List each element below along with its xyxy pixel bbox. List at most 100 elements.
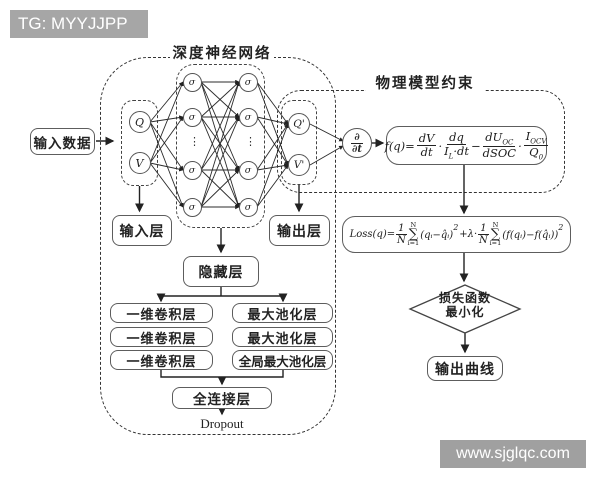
global-maxpool-layer-box: 全局最大池化层 — [232, 350, 333, 370]
nn-edge — [149, 81, 184, 123]
diamond-line2: 最小化 — [445, 304, 485, 319]
nn-edge — [200, 81, 241, 208]
nn-edge — [256, 116, 289, 166]
flow-arrows — [96, 136, 470, 416]
nn-edge — [149, 116, 184, 164]
input-node-v: V — [128, 152, 151, 174]
loss-minimization-label: 损失函数 最小化 — [410, 291, 520, 319]
output-curve-label: 输出曲线 — [435, 362, 495, 378]
input-node-q: Q — [128, 111, 151, 133]
loss-minimization-diamond — [408, 284, 522, 334]
hidden2-node-3: σ — [238, 160, 258, 180]
hidden1-node-3: σ — [182, 160, 202, 180]
node-label: Q — [134, 115, 145, 129]
sigma-label: σ — [188, 76, 196, 88]
output-curve-box: 输出曲线 — [427, 356, 503, 381]
fq-dot2: · — [518, 138, 522, 153]
nn-edge — [149, 121, 184, 171]
dropout-label: Dropout — [200, 416, 244, 431]
hidden-layer-box: 隐藏层 — [183, 256, 259, 287]
output-layer-label: 输出层 — [277, 224, 322, 240]
loss-term1: (qᵢ−q̂ᵢ)2 — [420, 223, 459, 242]
fq-lhs: f(q)= — [384, 138, 415, 153]
physics-title: 物理模型约束 — [366, 72, 484, 93]
fc-layer-label: 全连接层 — [193, 392, 251, 407]
nn-edge — [309, 123, 344, 142]
node-label: V — [135, 156, 144, 170]
fq-dot1: · — [438, 138, 443, 153]
nn-edge — [256, 123, 289, 171]
input-layer-box: 输入层 — [112, 215, 172, 246]
input-data-label: 输入数据 — [33, 135, 92, 151]
input-data-box: 输入数据 — [30, 128, 95, 155]
nn-edge — [149, 162, 184, 172]
input-nodes-group — [121, 100, 158, 186]
nn-edge — [200, 81, 240, 171]
nn-edge — [149, 121, 184, 208]
hidden2-ellipsis: ⋮ — [245, 136, 256, 148]
nn-edge — [149, 162, 184, 208]
node-label: Q' — [293, 118, 305, 130]
nn-edge — [256, 81, 289, 125]
conv1d-label: 一维卷积层 — [126, 330, 197, 346]
loss-sum1: N∑i=1 — [407, 221, 420, 248]
nn-edge — [309, 145, 344, 166]
input-layer-label: 输入层 — [119, 224, 165, 240]
sigma-label: σ — [188, 164, 196, 176]
loss-middle: +λ· — [459, 229, 478, 240]
nn-edge — [256, 164, 289, 208]
nn-edge — [200, 116, 240, 208]
partial-derivative-circle: ∂ ∂t — [342, 128, 372, 158]
nn-edge — [256, 81, 289, 166]
output-node-v: V' — [288, 154, 310, 176]
sigma-label: σ — [188, 111, 196, 123]
nn-edge — [200, 81, 240, 118]
nn-edge — [149, 81, 184, 164]
conv1d-layer-box-3: 一维卷积层 — [110, 350, 213, 370]
output-layer-box: 输出层 — [269, 215, 330, 246]
hidden-nodes-group — [176, 64, 265, 228]
network-edges — [149, 79, 344, 210]
sigma-label: σ — [188, 201, 196, 213]
conv1d-label: 一维卷积层 — [126, 353, 197, 369]
maxpool-layer-box-2: 最大池化层 — [232, 327, 333, 347]
telegram-tag-banner: TG: MYYJJPP — [10, 10, 148, 38]
nn-edge — [149, 115, 184, 123]
hiddenlayer-branch — [161, 287, 283, 297]
hidden1-node-1: σ — [182, 72, 202, 92]
hidden2-node-1: σ — [238, 72, 258, 92]
telegram-tag-text: TG: MYYJJPP — [18, 14, 128, 33]
dnn-title: 深度神经网络 — [170, 42, 274, 63]
sigma-label: σ — [244, 201, 252, 213]
hidden-layer-label: 隐藏层 — [198, 265, 244, 281]
maxpool-label: 最大池化层 — [247, 330, 318, 346]
nn-edge — [256, 163, 289, 171]
derivative-fraction: ∂ ∂t — [351, 132, 363, 155]
fq-minus: − — [470, 138, 481, 153]
fully-connected-layer-box: 全连接层 — [172, 387, 272, 409]
nn-edge — [256, 123, 289, 208]
watermark-url-text: www.sjglqc.com — [456, 445, 570, 462]
derivative-top: ∂ — [351, 132, 363, 144]
nn-edge — [256, 116, 289, 126]
watermark-banner: www.sjglqc.com — [440, 440, 586, 468]
derivative-bottom: ∂t — [352, 143, 362, 155]
output-node-q: Q' — [288, 113, 310, 135]
sigma-label: σ — [244, 164, 252, 176]
hidden2-node-4: σ — [238, 197, 258, 217]
diamond-line1: 损失函数 — [438, 291, 491, 305]
hidden1-node-2: σ — [182, 107, 202, 127]
hidden1-node-4: σ — [182, 197, 202, 217]
